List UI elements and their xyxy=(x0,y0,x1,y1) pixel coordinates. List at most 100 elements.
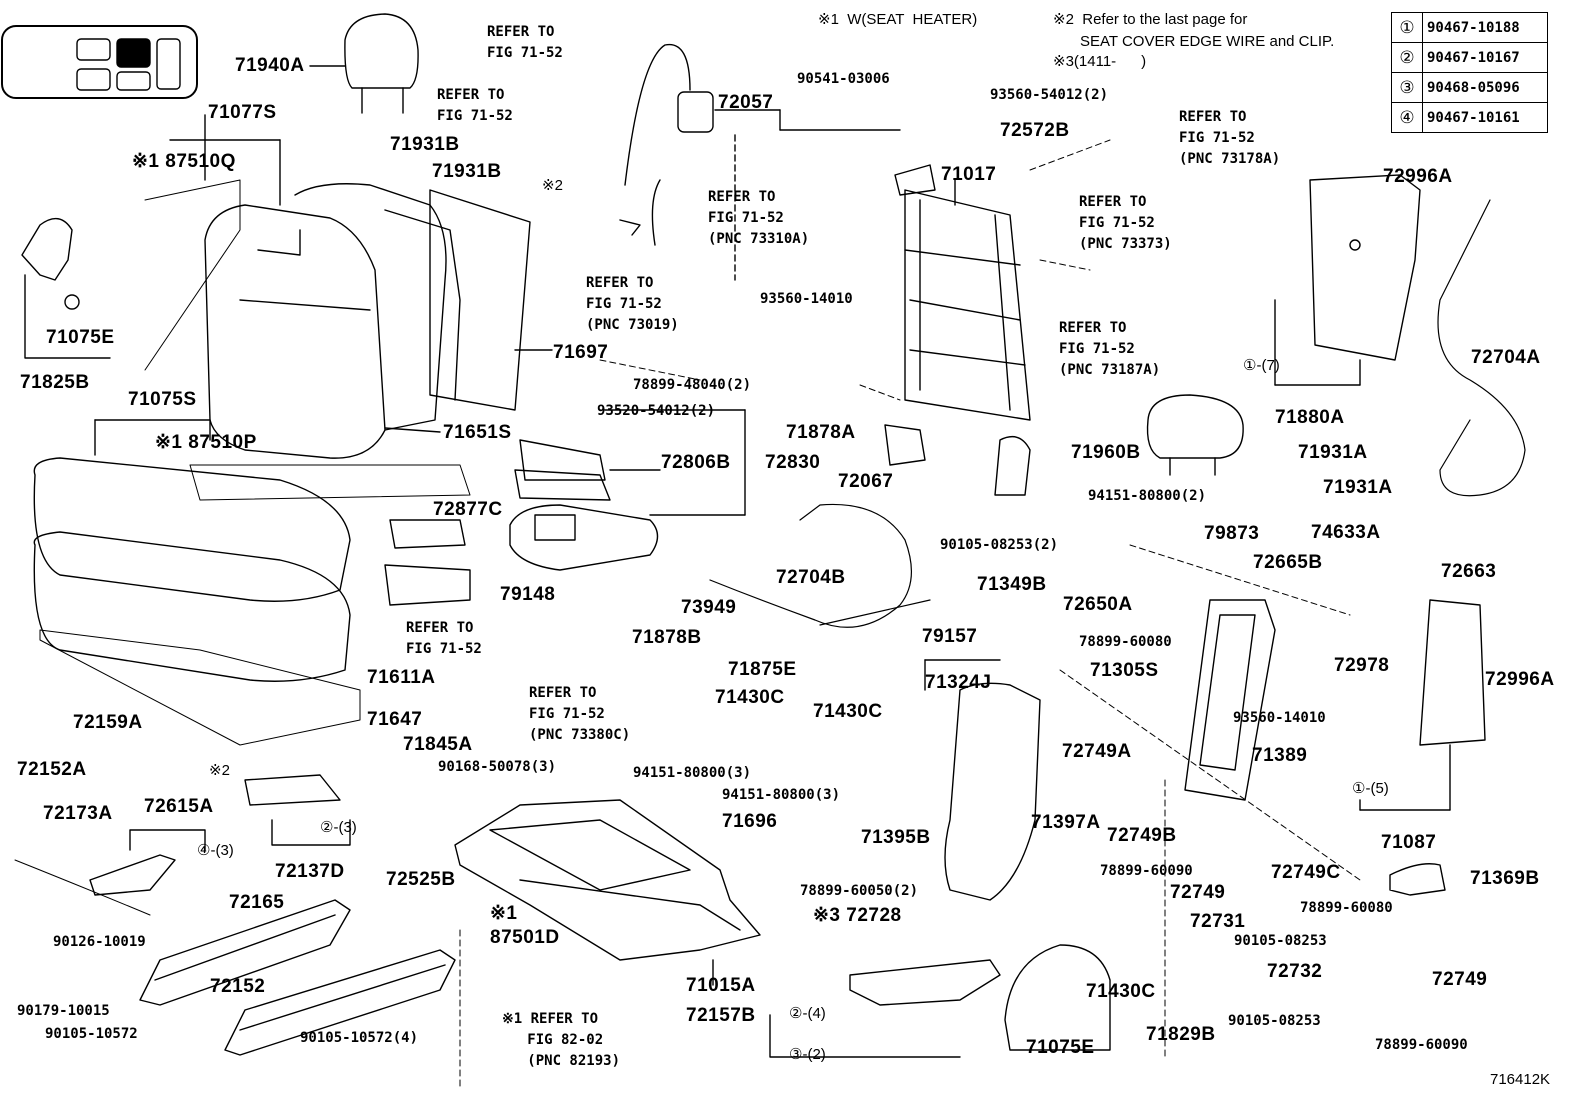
part-label: 71087 xyxy=(1381,832,1437,853)
part-label: 72525B xyxy=(386,869,456,890)
refer-note: REFER TO FIG 71-52 xyxy=(406,620,482,657)
part-label: 71075S xyxy=(128,389,197,410)
armrest-parts xyxy=(384,409,746,606)
part-72137D xyxy=(244,774,341,806)
part-label: 72152 xyxy=(210,976,266,997)
part-label: 72749C xyxy=(1271,862,1341,883)
bracket-71825B xyxy=(21,217,111,359)
part-label: 72159A xyxy=(73,712,143,733)
part-label: 71878A xyxy=(786,422,856,443)
note-2-line2: SEAT COVER EDGE WIRE and CLIP. xyxy=(1080,33,1335,50)
part-label: 78899-60050(2) xyxy=(800,883,919,899)
part-label: 72704A xyxy=(1471,347,1541,368)
part-71369B xyxy=(1389,863,1446,896)
part-label: 93520-54012(2) xyxy=(597,403,716,419)
part-label: 71647 xyxy=(367,709,423,730)
seat-back-assembly xyxy=(144,114,553,459)
part-label: 71077S xyxy=(208,102,277,123)
part-label: 72137D xyxy=(275,861,345,882)
part-label: 72152A xyxy=(17,759,87,780)
part-label: 71878B xyxy=(632,627,702,648)
part-label: 90126-10019 xyxy=(53,934,146,950)
refer-note: REFER TO FIG 71-52 (PNC 73178A) xyxy=(1179,109,1281,167)
seatback-frame-71017 xyxy=(884,164,1031,496)
part-label: 78899-60090 xyxy=(1100,863,1193,879)
part-label: 71931A xyxy=(1298,442,1368,463)
part-label: 93560-14010 xyxy=(1233,710,1326,726)
part-label: 72749 xyxy=(1170,882,1226,903)
part-label: 72067 xyxy=(838,471,894,492)
part-label: 71651S xyxy=(443,422,512,443)
part-label: 72731 xyxy=(1190,911,1246,932)
part-label: ※1 87510Q xyxy=(132,151,236,172)
part-label: 71397A xyxy=(1031,812,1101,833)
part-label: ※3 72728 xyxy=(813,905,902,926)
part-label: 94151-80800(2) xyxy=(1088,488,1207,504)
part-label: 72650A xyxy=(1063,594,1133,615)
cover-71829B xyxy=(1004,944,1111,1051)
part-label: 71324J xyxy=(925,672,992,693)
part-label: ①-(5) xyxy=(1352,780,1389,797)
note-seat-heater: ※1 W(SEAT HEATER) xyxy=(818,11,978,28)
refer-note: REFER TO FIG 71-52 xyxy=(437,87,513,124)
refer-note: ※1 REFER TO FIG 82-02 (PNC 82193) xyxy=(502,1011,621,1069)
part-label: ※2 xyxy=(542,177,563,194)
part-label: ※1 87510P xyxy=(155,432,257,453)
refer-note: REFER TO FIG 71-52 (PNC 73310A) xyxy=(708,189,810,247)
part-label: 90105-08253 xyxy=(1234,933,1327,949)
part-label: 94151-80800(3) xyxy=(722,787,841,803)
part-label: 71015A xyxy=(686,975,756,996)
part-label: 71389 xyxy=(1252,745,1308,766)
refer-note: REFER TO FIG 71-52 (PNC 73187A) xyxy=(1059,320,1161,378)
part-label: 72830 xyxy=(765,452,821,473)
part-label: 72665B xyxy=(1253,552,1323,573)
cushion-frame-71015A xyxy=(454,799,761,986)
legend-part: 90467-10188 xyxy=(1422,12,1548,43)
part-label: 72165 xyxy=(229,892,285,913)
refer-note: REFER TO FIG 71-52 (PNC 73019) xyxy=(586,275,679,333)
part-label: 78899-60090 xyxy=(1375,1037,1468,1053)
part-label: 71017 xyxy=(941,164,997,185)
part-label: 71829B xyxy=(1146,1024,1216,1045)
part-label: 72704B xyxy=(776,567,846,588)
legend-part: 90468-05096 xyxy=(1422,72,1548,103)
part-label: 90105-10572 xyxy=(45,1026,138,1042)
seat-position-icon xyxy=(1,25,198,99)
part-label: 72877C xyxy=(433,499,503,520)
headrest-71940A xyxy=(309,13,419,114)
seat-cushion-assembly xyxy=(33,419,471,746)
part-label: 93560-14010 xyxy=(760,291,853,307)
part-label: 71825B xyxy=(20,372,90,393)
part-label: 72806B xyxy=(661,452,731,473)
part-label: 79148 xyxy=(500,584,556,605)
part-label: 93560-54012(2) xyxy=(990,87,1109,103)
part-label: ④-(3) xyxy=(197,842,234,859)
part-label: 71075E xyxy=(46,327,115,348)
part-label: 71880A xyxy=(1275,407,1345,428)
seat-rails xyxy=(139,899,456,1056)
part-label: 72978 xyxy=(1334,655,1390,676)
part-label: ①-(7) xyxy=(1243,357,1280,374)
part-label: 72749 xyxy=(1432,969,1488,990)
part-label: 71845A xyxy=(403,734,473,755)
part-label: 72749A xyxy=(1062,741,1132,762)
part-label: 79873 xyxy=(1204,523,1260,544)
part-label: 72615A xyxy=(144,796,214,817)
part-label: 72996A xyxy=(1383,166,1453,187)
part-label: ※1 87501D xyxy=(490,903,560,948)
backboard-71880A xyxy=(1274,174,1421,386)
part-label: 90105-08253(2) xyxy=(940,537,1059,553)
headrest-71960B xyxy=(1146,394,1244,459)
legend-mark: ③ xyxy=(1391,72,1423,103)
refer-note: REFER TO FIG 71-52 (PNC 73380C) xyxy=(529,685,631,743)
frame-71305S xyxy=(1184,599,1276,801)
part-label: 71940A xyxy=(235,55,305,76)
diagram-code: 716412K xyxy=(1490,1071,1551,1088)
part-label: 71931B xyxy=(432,161,502,182)
part-label: 71697 xyxy=(553,342,609,363)
part-label: 74633A xyxy=(1311,522,1381,543)
part-label: 71611A xyxy=(367,667,436,688)
